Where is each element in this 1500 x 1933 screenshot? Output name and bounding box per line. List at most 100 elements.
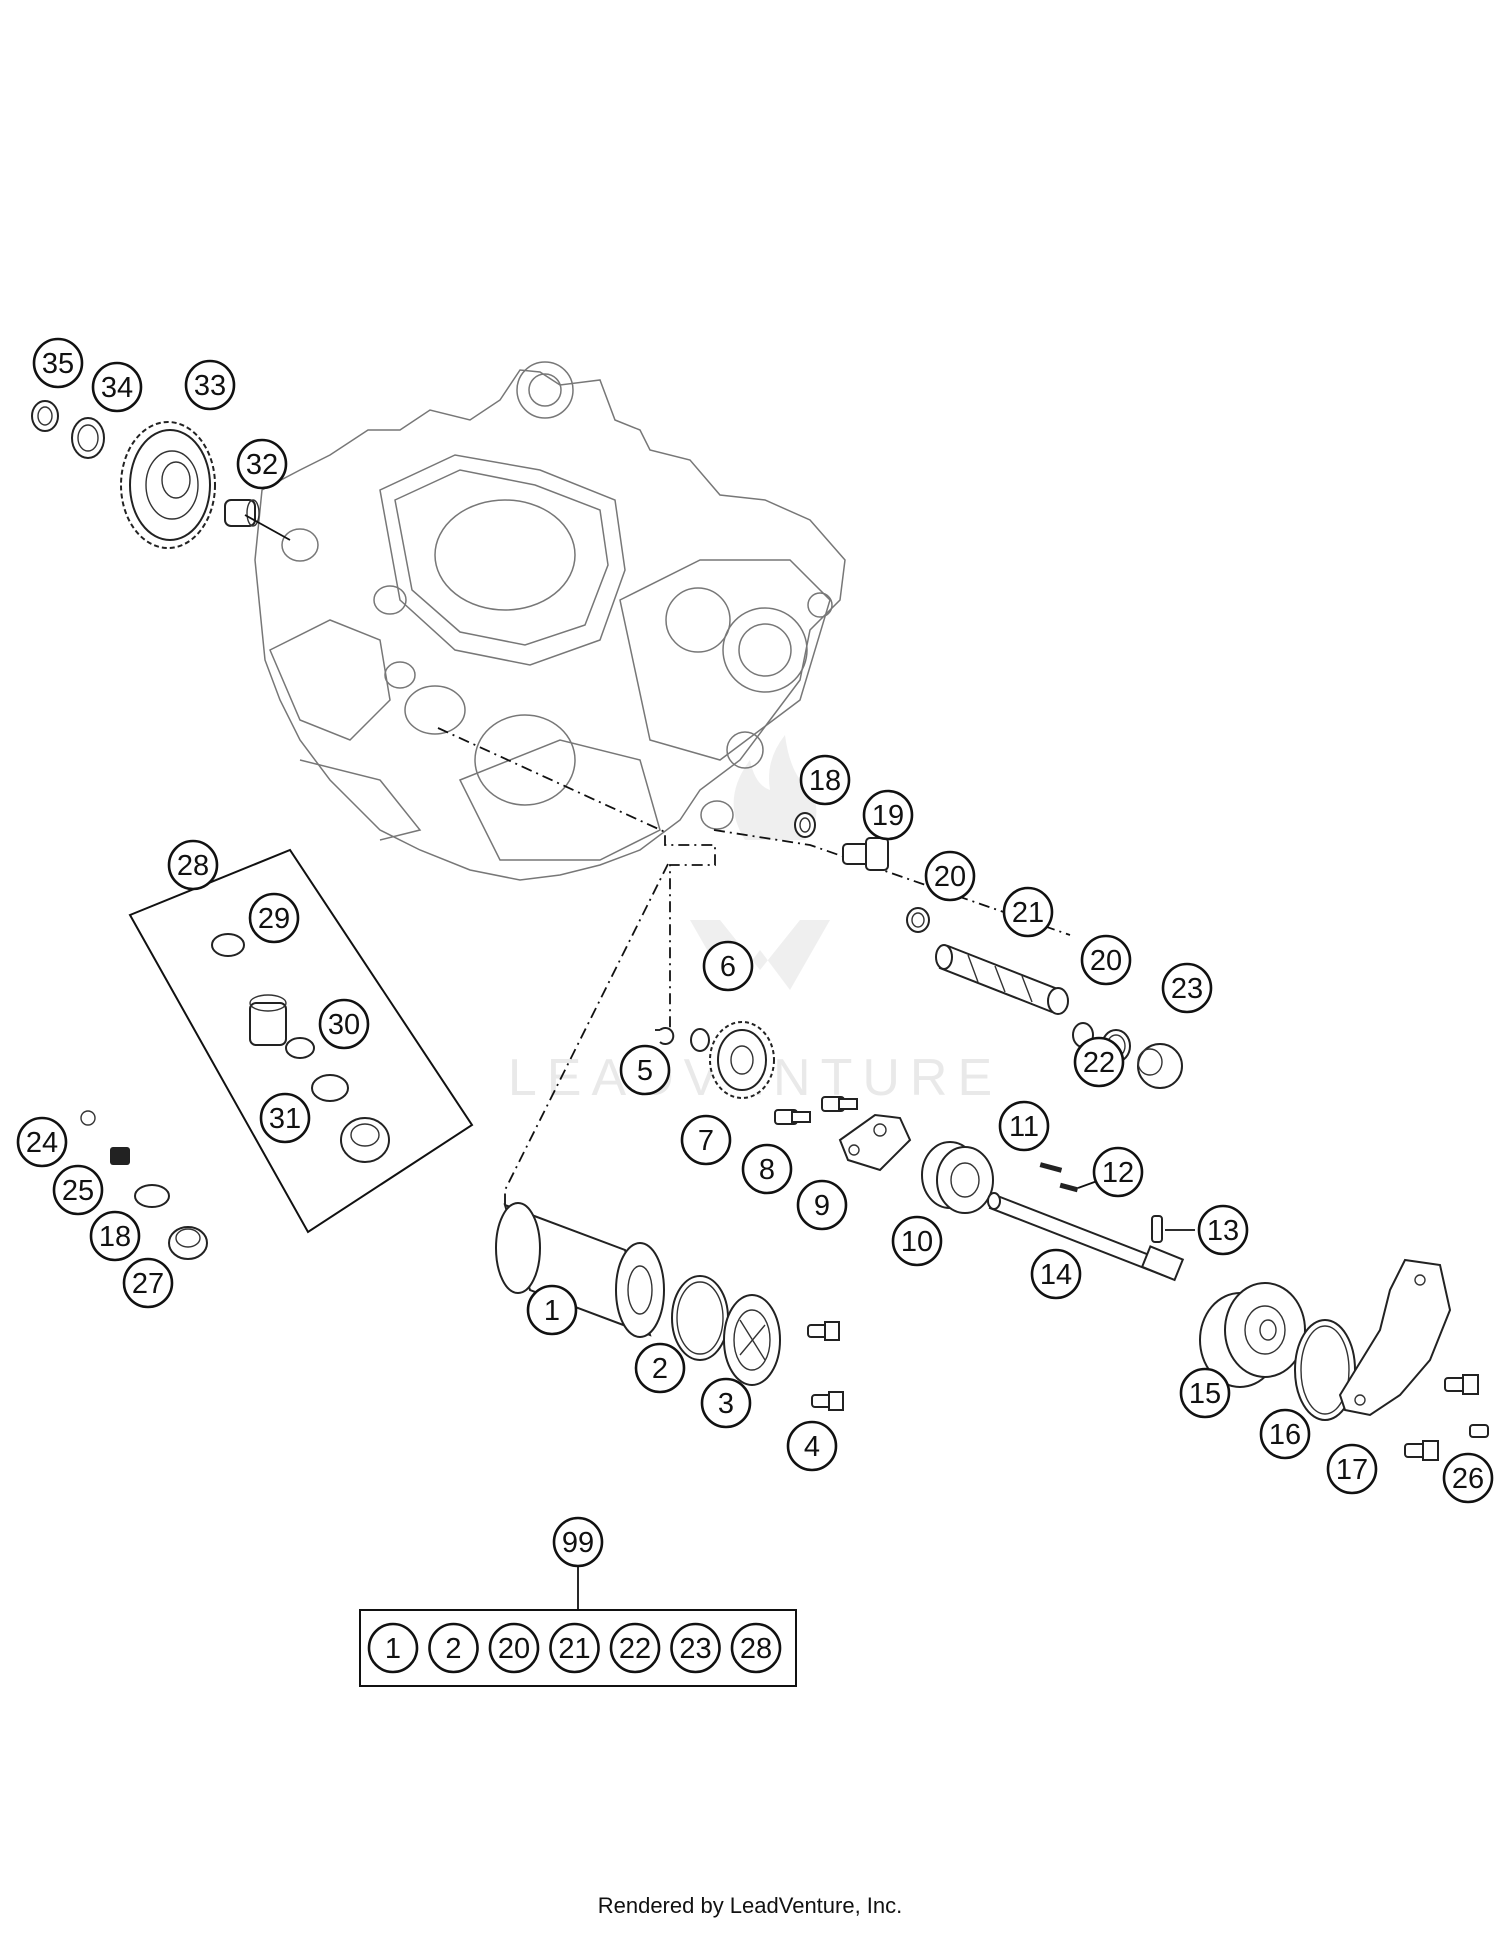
callout-label: 21 [1012, 897, 1044, 929]
part-pump-cover-17 [1338, 1258, 1452, 1417]
callout-label: 24 [26, 1127, 58, 1159]
part-bolt-26c [1404, 1440, 1439, 1461]
part-oring-31 [311, 1074, 349, 1102]
callout-34: 34 [91, 361, 143, 413]
callout-label: 16 [1269, 1419, 1301, 1451]
callout-4: 4 [786, 1420, 838, 1472]
callout-label: 11 [1009, 1111, 1039, 1143]
callout-2: 2 [634, 1342, 686, 1394]
part-ball-24 [80, 1110, 96, 1126]
part-plug-23 [1137, 1043, 1183, 1089]
callout-27: 27 [122, 1257, 174, 1309]
part-gear-6 [709, 1021, 775, 1099]
part-oring-30 [285, 1037, 315, 1059]
part-oring-29 [211, 933, 245, 957]
part-plug-19 [842, 837, 889, 871]
callout-22: 22 [1073, 1036, 1125, 1088]
callout-21: 21 [1002, 886, 1054, 938]
part-cover-plate-9 [838, 1113, 912, 1172]
kit-item-label: 2 [445, 1633, 461, 1665]
part-circlip-35 [31, 400, 59, 432]
callout-label: 18 [809, 765, 841, 797]
callout-28: 28 [167, 839, 219, 891]
callout-label: 32 [246, 449, 278, 481]
callout-14: 14 [1030, 1248, 1082, 1300]
callout-10: 10 [891, 1215, 943, 1267]
part-screen-21 [935, 944, 1069, 1015]
kit-item-label: 28 [740, 1633, 772, 1665]
callout-5: 5 [619, 1044, 671, 1096]
part-filter-cover-3 [723, 1294, 781, 1386]
kit-item-label: 21 [558, 1633, 590, 1665]
callout-20: 20 [1080, 934, 1132, 986]
callout-24: 24 [16, 1116, 68, 1168]
part-spring-25 [110, 1147, 130, 1165]
part-bolt-26b [1469, 1424, 1489, 1438]
part-washer-18-top [794, 812, 816, 838]
part-rotor-10 [921, 1141, 994, 1214]
part-gear-33 [120, 421, 216, 549]
callout-26: 26 [1442, 1452, 1494, 1504]
callout-32: 32 [236, 438, 288, 490]
callout-31: 31 [259, 1092, 311, 1144]
callout-label: 9 [814, 1190, 830, 1222]
callout-label: 35 [42, 348, 74, 380]
callout-13: 13 [1197, 1204, 1249, 1256]
part-bolt-8 [821, 1096, 858, 1112]
callout-label: 15 [1189, 1378, 1221, 1410]
callout-label: 5 [637, 1055, 653, 1087]
callout-30: 30 [318, 998, 370, 1050]
callout-29: 29 [248, 892, 300, 944]
assembly-lines [437, 727, 1071, 1205]
callout-7: 7 [680, 1114, 732, 1166]
callout-label: 8 [759, 1154, 775, 1186]
part-oring-2 [671, 1275, 729, 1361]
callout-18: 18 [799, 754, 851, 806]
kit-item-22: 22 [609, 1622, 661, 1674]
callout-label: 28 [177, 850, 209, 882]
callout-label: 18 [99, 1221, 131, 1253]
callout-17: 17 [1326, 1443, 1378, 1495]
callout-label: 22 [1083, 1047, 1115, 1079]
callout-15: 15 [1179, 1367, 1231, 1419]
callout-label: 25 [62, 1175, 94, 1207]
kit-item-20: 20 [488, 1622, 540, 1674]
callout-label: 29 [258, 903, 290, 935]
callout-label: 99 [562, 1527, 594, 1559]
part-bushing-32 [224, 499, 260, 527]
kit-item-label: 23 [679, 1633, 711, 1665]
callout-label: 1 [544, 1295, 560, 1327]
kit-99-items: 1 2 20 21 22 23 28 [367, 1622, 782, 1674]
callout-label: 20 [1090, 945, 1122, 977]
part-bolt-4a [807, 1321, 840, 1341]
callout-1: 1 [526, 1284, 578, 1336]
callout-label: 3 [718, 1388, 734, 1420]
kit-99-box [359, 1609, 797, 1687]
callout-8: 8 [741, 1143, 793, 1195]
part-shaft-11 [987, 1192, 1185, 1282]
callout-35: 35 [32, 337, 84, 389]
callout-label: 13 [1207, 1215, 1239, 1247]
callout-label: 30 [328, 1009, 360, 1041]
part-washer-34 [71, 417, 105, 459]
footer-credit: Rendered by LeadVenture, Inc. [597, 1893, 903, 1918]
callout-label: 12 [1102, 1157, 1134, 1189]
part-bolt-7 [774, 1109, 811, 1125]
part-circlip-5 [659, 1027, 675, 1045]
kit-item-label: 1 [385, 1633, 401, 1665]
part-pin-14 [1151, 1215, 1163, 1243]
part-washer-18-left [134, 1184, 170, 1208]
part-bolt-26a [1444, 1374, 1479, 1395]
kit-item-label: 22 [619, 1633, 651, 1665]
part-rotor-15 [1199, 1282, 1306, 1388]
kit-item-23: 23 [670, 1622, 721, 1674]
callout-99: 99 [552, 1516, 604, 1568]
callout-label: 7 [698, 1125, 714, 1157]
callout-label: 20 [934, 861, 966, 893]
callout-label: 10 [901, 1226, 933, 1258]
callout-23: 23 [1161, 962, 1213, 1014]
kit-28-frame [128, 848, 474, 1234]
callout-19: 19 [862, 789, 914, 841]
callout-label: 34 [101, 372, 133, 404]
